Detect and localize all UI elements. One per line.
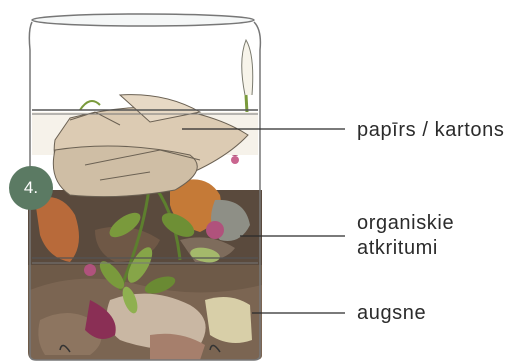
label-organic-waste: organiskie atkritumi xyxy=(357,211,454,261)
label-organic-line-2: atkritumi xyxy=(357,236,454,261)
label-organic-line-1: organiskie xyxy=(357,211,454,236)
label-paper-cardboard: papīrs / kartons xyxy=(357,118,504,143)
soil-layer xyxy=(20,258,270,363)
label-soil: augsne xyxy=(357,301,426,326)
step-number-badge: 4. xyxy=(9,166,53,210)
